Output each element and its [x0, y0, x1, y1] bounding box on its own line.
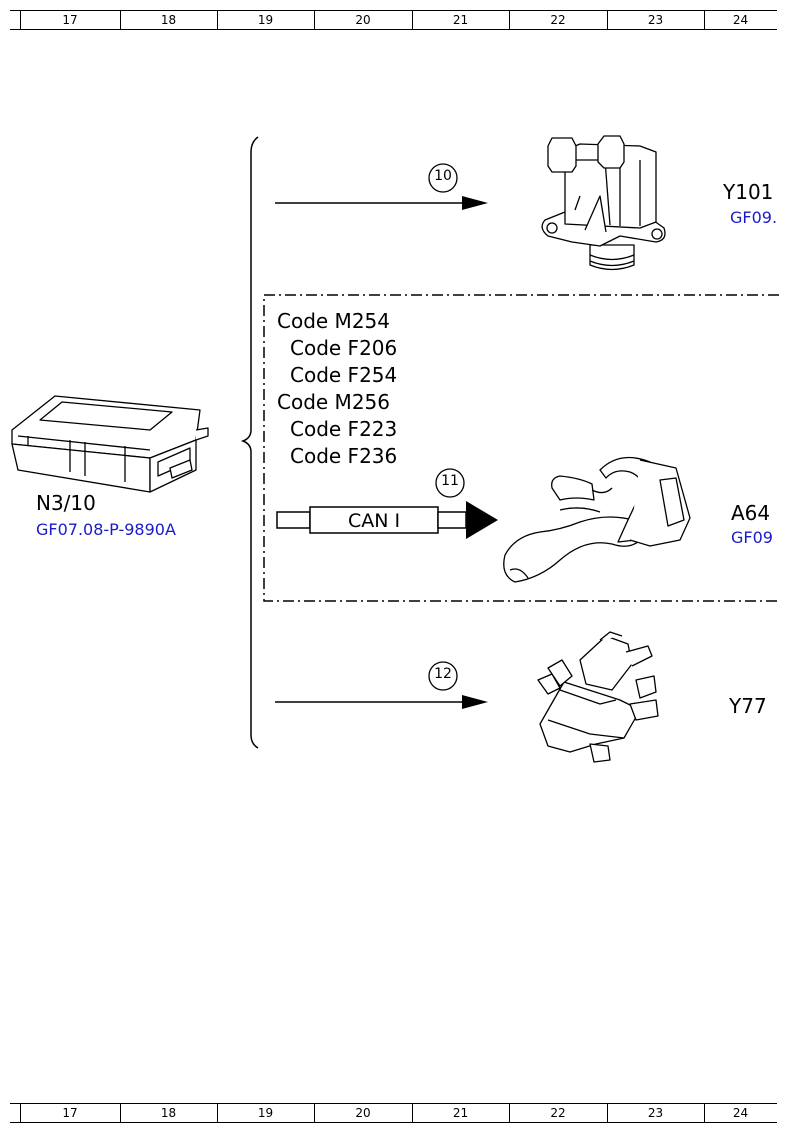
code-condition-frame [263, 294, 779, 602]
component-label-y77: Y77 [729, 694, 767, 718]
ruler-cell: 17 [62, 13, 78, 27]
arrowhead-10 [462, 196, 488, 210]
distribution-brace [240, 136, 259, 749]
code-condition: Code F206 [290, 336, 398, 360]
can-line-right [437, 511, 467, 529]
component-label-y101: Y101 [723, 180, 774, 204]
ruler-cell: 23 [647, 13, 664, 27]
arrowhead-11 [466, 501, 498, 539]
component-label-a64: A64 [731, 501, 771, 525]
can-bus-label: CAN I [347, 510, 401, 532]
can-line-left [276, 511, 311, 529]
ruler-cell: 19 [257, 1106, 274, 1120]
ruler-cell: 21 [452, 1106, 469, 1120]
ruler-cell: 23 [647, 1106, 664, 1120]
ruler-cell: 24 [732, 1106, 749, 1120]
component-a64-drawing [503, 456, 691, 583]
can-label-box [309, 506, 439, 534]
code-condition: Code F236 [290, 444, 398, 468]
ruler-cell: 18 [160, 13, 177, 27]
component-reference-y101[interactable]: GF09. [730, 208, 778, 227]
ruler-cell: 22 [550, 13, 566, 27]
step-number: 10 [434, 168, 452, 184]
ruler-cell: 20 [355, 13, 371, 27]
component-y77-drawing [537, 631, 659, 763]
step-circle-11 [435, 468, 465, 498]
code-condition: Code M254 [277, 309, 390, 333]
step-number: 11 [441, 473, 459, 489]
source-reference-link[interactable]: GF07.08-P-9890A [36, 520, 176, 539]
column-ruler-top: 17 18 19 20 21 22 23 24 [10, 10, 777, 30]
code-condition: Code M256 [277, 390, 390, 414]
control-unit-n3-10-drawing [11, 395, 209, 493]
source-label: N3/10 [36, 491, 96, 515]
ruler-cell: 18 [160, 1106, 177, 1120]
ruler-cell: 22 [550, 1106, 566, 1120]
ruler-cell: 19 [257, 13, 274, 27]
column-ruler-bottom: 17 18 19 20 21 22 23 24 [10, 1103, 777, 1123]
arrowhead-12 [462, 695, 488, 709]
ruler-cell: 20 [355, 1106, 371, 1120]
ruler-cell: 24 [732, 13, 749, 27]
step-circle-10 [428, 163, 458, 193]
code-condition: Code F223 [290, 417, 398, 441]
component-reference-a64[interactable]: GF09 [731, 528, 773, 547]
ruler-cell: 21 [452, 13, 469, 27]
step-number: 12 [434, 666, 452, 682]
code-condition: Code F254 [290, 363, 398, 387]
component-y101-drawing [541, 135, 666, 271]
ruler-cell: 17 [62, 1106, 78, 1120]
step-circle-12 [428, 661, 458, 691]
